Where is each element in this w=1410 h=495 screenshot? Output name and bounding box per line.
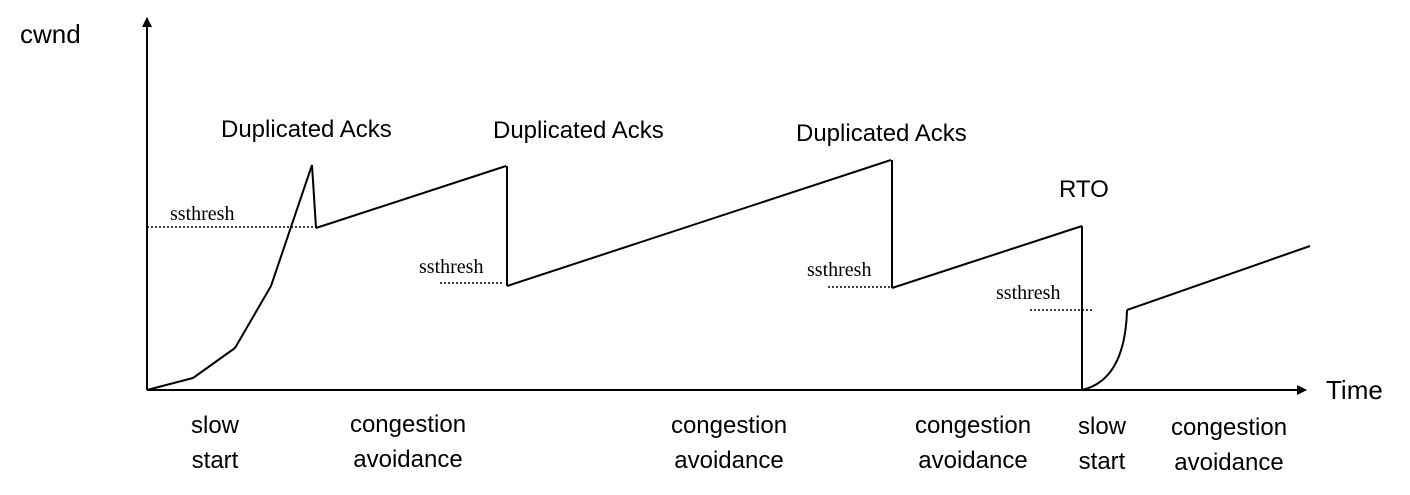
event-label-2: Duplicated Acks (493, 117, 664, 144)
avoidance-line-1 (315, 165, 507, 229)
svg-text:start: start (1079, 448, 1126, 475)
slow-start-segment-1 (146, 377, 194, 391)
ssthresh-label-2: ssthresh (419, 256, 483, 278)
slow-start-segment-3 (234, 285, 272, 349)
svg-text:avoidance: avoidance (353, 446, 462, 473)
svg-text:congestion: congestion (671, 412, 787, 439)
svg-text:slow: slow (191, 412, 240, 439)
phase-label-6: congestion avoidance (1171, 414, 1287, 476)
ssthresh-label-3: ssthresh (807, 259, 871, 281)
event-label-3: Duplicated Acks (796, 120, 967, 147)
avoidance-line-2 (506, 159, 892, 287)
event-label-1: Duplicated Acks (221, 116, 392, 143)
avoidance-line-4 (1126, 245, 1311, 311)
ssthresh-label-1: ssthresh (170, 203, 234, 225)
ssthresh-label-4: ssthresh (996, 282, 1060, 304)
phase-label-3: congestion avoidance (671, 412, 787, 474)
svg-text:congestion: congestion (915, 412, 1031, 439)
svg-text:slow: slow (1078, 413, 1127, 440)
phase-label-5: slow start (1078, 413, 1127, 475)
phase-label-4: congestion avoidance (915, 412, 1031, 474)
svg-text:congestion: congestion (1171, 414, 1287, 441)
svg-text:congestion: congestion (350, 411, 466, 438)
drop-1 (311, 164, 317, 229)
svg-text:start: start (192, 447, 239, 474)
svg-text:avoidance: avoidance (1174, 449, 1283, 476)
slow-start-segment-4 (270, 164, 313, 287)
y-axis-label: cwnd (20, 19, 81, 49)
slow-start-curve-2 (1081, 309, 1128, 391)
phase-label-2: congestion avoidance (350, 411, 466, 473)
svg-text:avoidance: avoidance (674, 447, 783, 474)
slow-start-segment-2 (192, 347, 236, 379)
phase-label-1: slow start (191, 412, 240, 474)
avoidance-line-3 (891, 225, 1083, 289)
x-axis-label: Time (1326, 375, 1383, 405)
event-label-rto: RTO (1059, 176, 1109, 203)
svg-text:avoidance: avoidance (918, 447, 1027, 474)
